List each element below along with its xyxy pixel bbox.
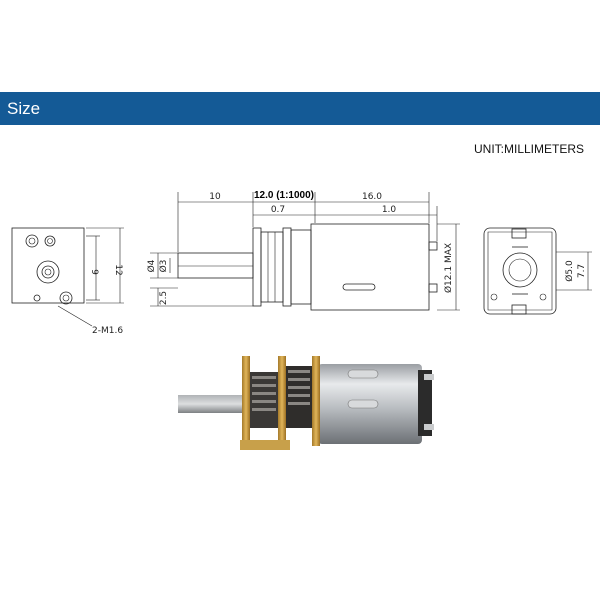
dim-offset: 2.5 (159, 291, 169, 305)
photo-end-cap (418, 370, 432, 436)
rear-bearing (502, 252, 538, 288)
photo-brass-plate-2 (278, 356, 286, 450)
gear-stack (260, 231, 284, 303)
shaft-outline (177, 252, 254, 279)
dim-front-outer: 12 (113, 264, 123, 275)
terminal-top (428, 241, 438, 251)
mount-hole-top (25, 234, 39, 248)
dim-motor-length: 16.0 (362, 192, 382, 202)
section-title: Size (7, 99, 41, 118)
dim-body-dia: Ø12.1 MAX (443, 243, 454, 293)
gear-plate-2 (282, 227, 292, 307)
mount-hole-bottom (59, 291, 73, 305)
photo-brass-plate-1 (242, 356, 250, 450)
dim-shaft-dia: Ø4 (146, 259, 157, 272)
dim-front-inner: 9 (89, 269, 99, 275)
dim-gearbox-length: 12.0 (1:1000) (254, 190, 314, 201)
dim-height: 7.7 (577, 264, 587, 278)
rear-view: Ø5.0 7.7 (483, 227, 592, 315)
photo-shaft (178, 395, 242, 413)
front-view: 9 12 2-M1.6 (11, 227, 124, 336)
side-view: 10 12.0 (1:1000) 0.7 16.0 1.0 Ø4 Ø3 2.5 … (146, 190, 460, 311)
screw-hole-top (44, 235, 56, 247)
gear-plate-1 (252, 227, 262, 307)
terminal-bottom (428, 283, 438, 293)
section-header: Size (0, 92, 600, 125)
dim-bearing: Ø5.0 (564, 260, 575, 282)
rear-terminal-top (511, 228, 527, 239)
front-plate-outline (11, 227, 85, 304)
motor-body (310, 223, 430, 311)
rear-terminal-bottom (511, 304, 527, 315)
dim-gap: 0.7 (271, 205, 285, 215)
photo-brass-plate-3 (312, 356, 320, 446)
gear-motor-photo (178, 356, 434, 450)
shaft-hub (36, 260, 60, 284)
dim-shaft-length: 10 (209, 192, 221, 202)
dim-shaft-flat: Ø3 (158, 260, 169, 273)
motor-slot (342, 283, 376, 291)
unit-label: UNIT:MILLIMETERS (473, 142, 584, 156)
dim-terminal: 1.0 (382, 205, 397, 215)
dim-hole-callout: 2-M1.6 (92, 326, 123, 336)
rear-outline (483, 227, 557, 315)
